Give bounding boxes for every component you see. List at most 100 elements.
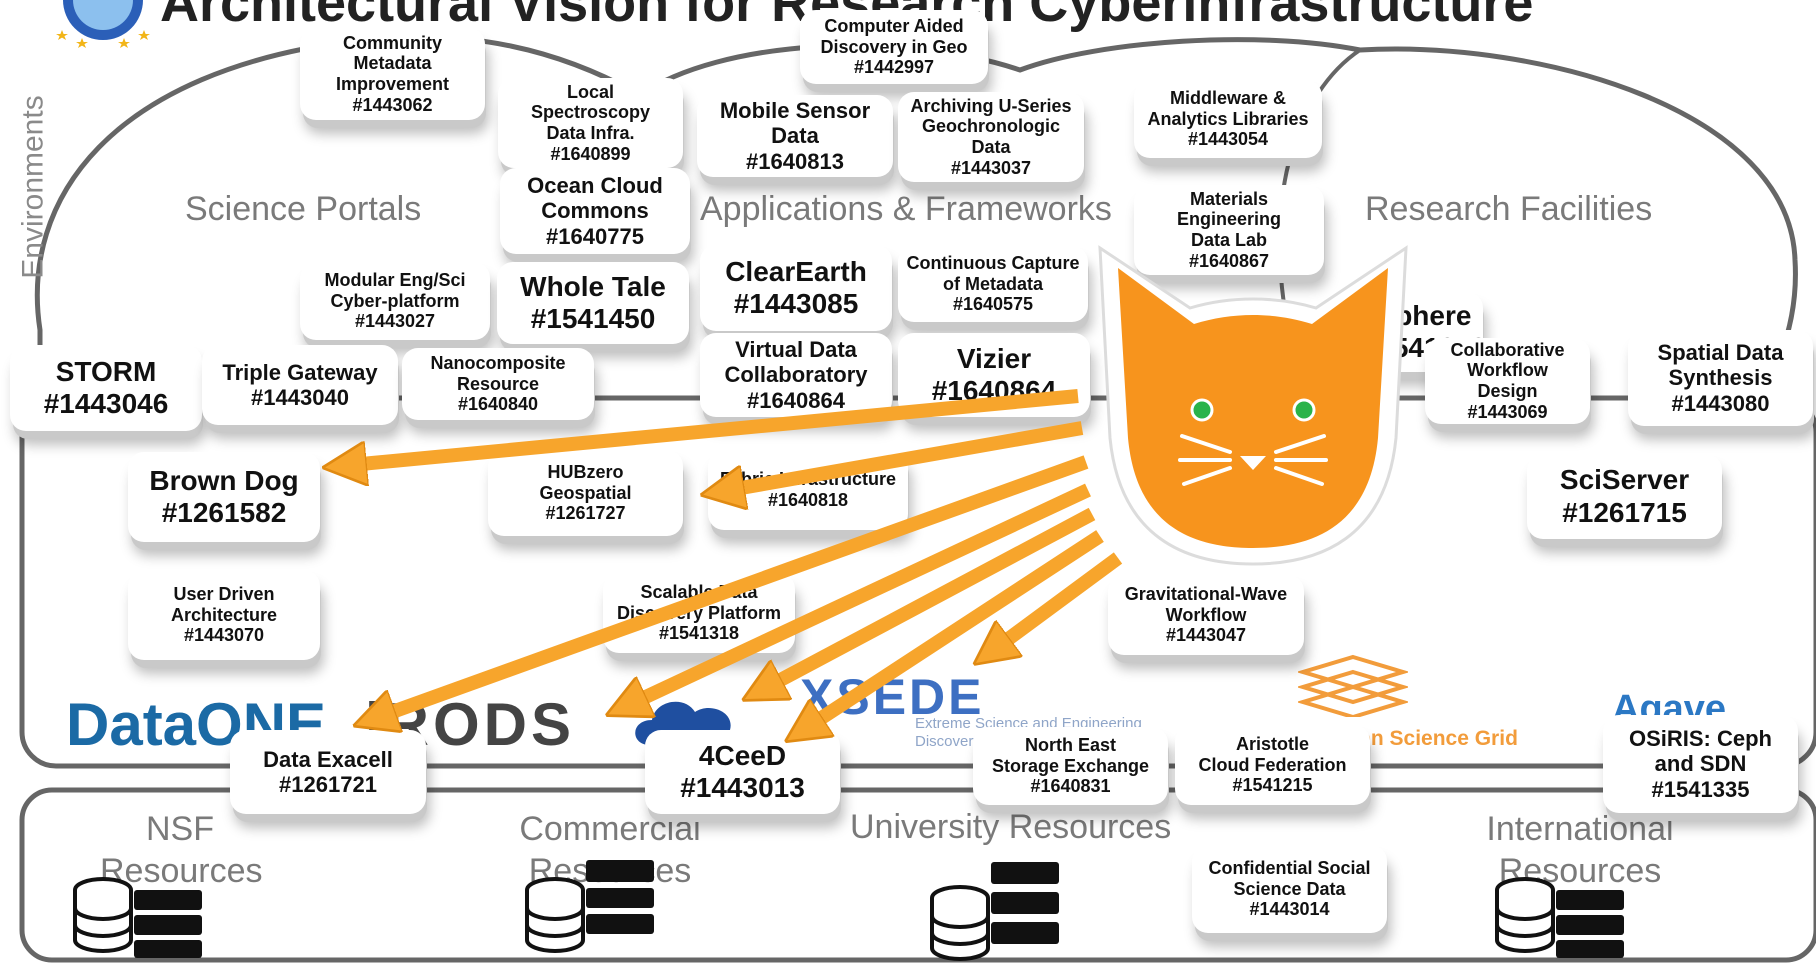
project-card-line: #1261715 bbox=[1562, 496, 1687, 528]
project-card-1443046[interactable]: STORM#1443046 bbox=[10, 345, 202, 431]
arrow-to-brown-dog bbox=[340, 389, 1079, 466]
server-storage-icon bbox=[930, 862, 1059, 961]
project-card-line: Triple Gateway bbox=[222, 359, 378, 385]
project-card-line: Aristotle bbox=[1235, 733, 1309, 754]
project-card-line: #1443069 bbox=[1467, 401, 1548, 422]
project-card-line: Ocean Cloud bbox=[527, 173, 663, 199]
project-card-line: #1443037 bbox=[950, 157, 1032, 178]
project-card-line: #1443014 bbox=[1249, 899, 1330, 920]
project-card-line: #1443080 bbox=[1671, 390, 1770, 416]
arrow-to-fabric bbox=[718, 421, 1084, 492]
project-card-line: #1640864 bbox=[747, 387, 845, 413]
project-card-line: #1442997 bbox=[853, 57, 935, 78]
project-card-line: #1541335 bbox=[1651, 776, 1750, 802]
project-card-line: #1443085 bbox=[733, 288, 859, 319]
project-card-line: Cyber-platform bbox=[330, 290, 460, 311]
region-science-portals: Science Portals bbox=[185, 190, 422, 228]
project-card-line: #1640813 bbox=[746, 148, 844, 174]
project-card-line: #1443040 bbox=[251, 385, 349, 410]
project-card-line: Discovery in Geo bbox=[820, 36, 968, 57]
project-card-line: of Metadata bbox=[942, 273, 1043, 294]
project-card-line: #1640818 bbox=[767, 490, 849, 510]
server-storage-icon bbox=[73, 877, 202, 958]
project-card-line: Data bbox=[771, 123, 819, 149]
project-card-line: Collaboratory bbox=[724, 362, 868, 388]
project-card-line: #1640840 bbox=[457, 394, 539, 415]
project-card-line: Spatial Data bbox=[1657, 340, 1784, 366]
project-card-line: Confidential Social bbox=[1208, 857, 1371, 878]
project-card-line: North East bbox=[1024, 734, 1116, 755]
project-card-line: Vizier bbox=[956, 342, 1032, 374]
project-card-line: #1443054 bbox=[1187, 129, 1269, 150]
project-card-line: 4CeeD bbox=[698, 739, 787, 771]
project-card-line: Nanocomposite bbox=[430, 352, 566, 373]
project-card-1443013[interactable]: 4CeeD#1443013 bbox=[645, 730, 840, 814]
project-card-1261582[interactable]: Brown Dog#1261582 bbox=[128, 452, 320, 542]
project-card-line: #1261727 bbox=[545, 503, 626, 524]
project-card-line: Computer Aided bbox=[824, 15, 964, 36]
osg-stack-icon bbox=[1298, 654, 1408, 717]
project-card-line: Science Data bbox=[1233, 878, 1346, 899]
arrow-to-xsede bbox=[988, 552, 1123, 654]
project-card-line: Spectroscopy bbox=[530, 102, 651, 123]
project-card-1541450[interactable]: Whole Tale#1541450 bbox=[497, 262, 689, 344]
project-card-line: Architecture bbox=[170, 604, 278, 625]
project-card-line: Whole Tale bbox=[520, 270, 666, 302]
arrow-to-4ceed-a bbox=[758, 507, 1096, 692]
project-card-line: Virtual Data bbox=[735, 337, 857, 363]
project-card-line: Design bbox=[1477, 381, 1538, 401]
project-card-line: Workflow bbox=[1467, 360, 1548, 381]
project-card-1443040[interactable]: Triple Gateway#1443040 bbox=[202, 345, 398, 425]
project-card-line: #1640575 bbox=[952, 294, 1034, 315]
project-card-1261721[interactable]: Data Exacell#1261721 bbox=[230, 730, 426, 814]
project-card-line: HUBzero bbox=[547, 461, 624, 482]
project-card-line: SciServer bbox=[1559, 464, 1690, 496]
resource-nsf-line1: NSF bbox=[146, 810, 214, 848]
project-card-1443054[interactable]: Middleware &Analytics Libraries#1443054 bbox=[1134, 80, 1322, 158]
project-card-line: Modular Eng/Sci bbox=[324, 269, 466, 290]
nsf-logo-icon bbox=[56, 0, 150, 48]
project-card-line: Data Exacell bbox=[263, 746, 393, 772]
project-card-1261715[interactable]: SciServer#1261715 bbox=[1527, 454, 1722, 539]
project-card-line: Brown Dog bbox=[149, 464, 299, 496]
project-card-1443085[interactable]: ClearEarth#1443085 bbox=[700, 245, 892, 331]
resource-international-label: International Resources bbox=[1470, 808, 1690, 892]
project-card-line: Materials bbox=[1189, 188, 1269, 209]
project-card-line: #1443013 bbox=[680, 772, 805, 803]
project-card-line: #1640867 bbox=[1188, 250, 1270, 271]
project-card-line: Improvement bbox=[335, 74, 450, 94]
project-card-line: Synthesis bbox=[1668, 365, 1773, 391]
project-card-line: Analytics Libraries bbox=[1147, 108, 1309, 129]
resource-international-line1: International bbox=[1486, 810, 1674, 848]
project-card-line: Continuous Capture bbox=[906, 252, 1080, 273]
project-card-line: Middleware & bbox=[1169, 87, 1287, 108]
server-storage-icon bbox=[525, 860, 654, 953]
project-card-line: ClearEarth bbox=[725, 255, 867, 287]
osg-logo: Open Science Grid bbox=[1330, 727, 1518, 750]
project-card-line: Gravitational-Wave bbox=[1124, 583, 1288, 604]
project-card-line: Cloud Federation bbox=[1198, 754, 1347, 775]
project-card-line: Geospatial bbox=[539, 482, 632, 503]
project-card-line: #1443062 bbox=[352, 94, 433, 115]
